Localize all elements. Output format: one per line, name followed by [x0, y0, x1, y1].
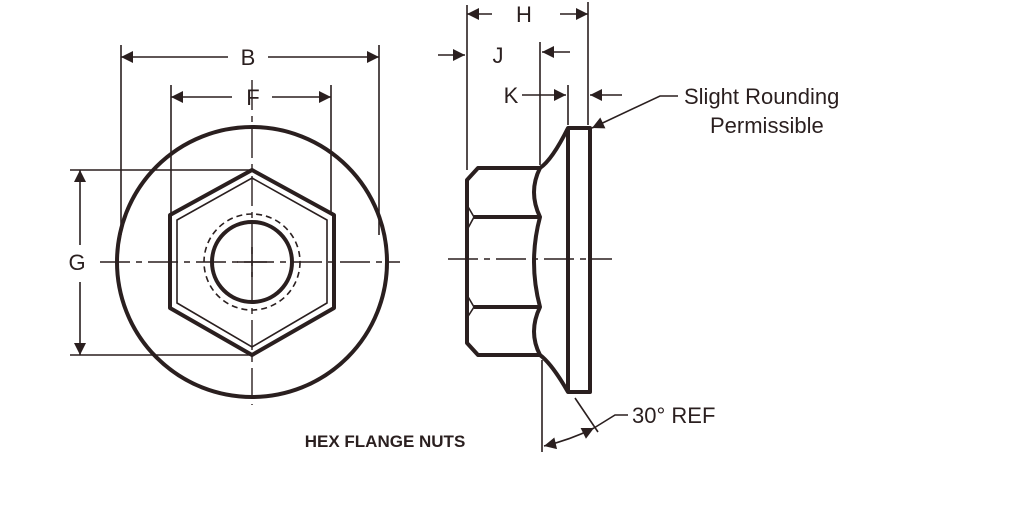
flange-side-outline	[538, 126, 592, 394]
angle-dimension-arc	[543, 427, 595, 450]
rounding-note-line2: Permissible	[710, 113, 824, 138]
side-view: H J K Slight Rounding Permissible 30° RE…	[438, 2, 839, 452]
dimension-k-label: K	[504, 83, 519, 108]
dimension-b-label: B	[241, 45, 256, 70]
dimension-f-label: F	[246, 85, 259, 110]
dimension-g-label: G	[68, 250, 85, 275]
rounding-note-line1: Slight Rounding	[684, 84, 839, 109]
front-view: B F G	[68, 45, 400, 405]
dimension-h-label: H	[516, 2, 532, 27]
angle-note: 30° REF	[632, 403, 715, 428]
hex-side-outline	[465, 166, 542, 357]
dimension-j-label: J	[493, 43, 504, 68]
rounding-leader	[591, 95, 678, 129]
hex-outline	[168, 168, 336, 357]
drawing-title: HEX FLANGE NUTS	[305, 432, 466, 451]
